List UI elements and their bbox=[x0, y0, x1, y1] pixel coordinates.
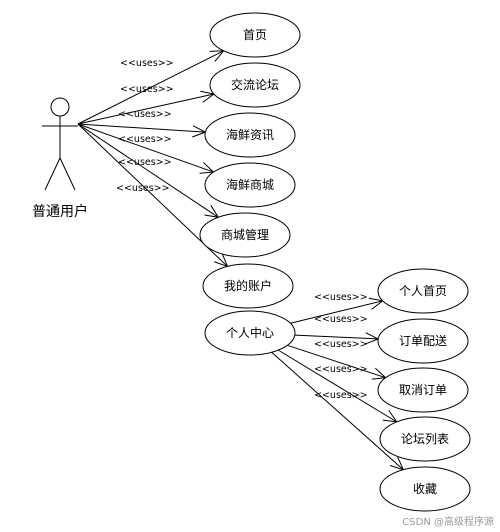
edge-actor-to-home bbox=[78, 51, 224, 124]
use-case-ellipse-my-account bbox=[203, 264, 293, 308]
edge-actor-to-seafood-mall bbox=[78, 124, 214, 172]
edge-label-favorites: <<uses>> bbox=[314, 390, 368, 401]
edge-actor-to-mall-management bbox=[78, 124, 218, 217]
edge-personal-center-to-personal-home bbox=[290, 301, 382, 323]
use-case-label-personal-home: 个人首页 bbox=[399, 284, 447, 298]
use-case-favorites: 收藏 bbox=[380, 467, 470, 511]
edge-personal-center-to-forum-list bbox=[278, 350, 396, 422]
edge-label-forum: <<uses>> bbox=[120, 84, 174, 95]
use-case-home: 首页 bbox=[210, 13, 300, 57]
use-case-personal-home: 个人首页 bbox=[378, 269, 468, 313]
edge-label-cancel-order: <<uses>> bbox=[314, 339, 368, 350]
watermark: CSDN @高级程序源 bbox=[402, 515, 494, 528]
actor-figure bbox=[42, 98, 78, 190]
use-case-label-seafood-news: 海鲜资讯 bbox=[226, 127, 274, 142]
use-case-order-delivery: 订单配送 bbox=[378, 319, 468, 363]
edge-personal-center-to-cancel-order bbox=[287, 345, 385, 377]
use-case-label-forum-list: 论坛列表 bbox=[401, 432, 449, 446]
edge-personal-center-to-order-delivery bbox=[295, 335, 378, 339]
use-case-forum: 交流论坛 bbox=[210, 63, 300, 107]
edge-label-my-account: <<uses>> bbox=[116, 183, 170, 194]
edge-label-forum-list: <<uses>> bbox=[314, 364, 368, 375]
use-case-label-cancel-order: 取消订单 bbox=[399, 383, 447, 397]
actor-left-leg bbox=[45, 158, 60, 190]
association-edges: <<uses>> <<uses>> <<uses>> <<uses>> <<uses>>… bbox=[78, 51, 403, 470]
use-case-ellipse-cancel-order bbox=[378, 368, 468, 412]
use-case-label-personal-center: 个人中心 bbox=[226, 325, 274, 340]
use-case-label-my-account: 我的账户 bbox=[224, 278, 272, 293]
actor-right-leg bbox=[60, 158, 75, 190]
use-case-ellipse-personal-center bbox=[205, 311, 295, 355]
edge-label-seafood-news: <<uses>> bbox=[118, 109, 172, 120]
edge-label-personal-home: <<uses>> bbox=[314, 292, 368, 303]
use-case-cancel-order: 取消订单 bbox=[378, 368, 468, 412]
use-case-label-mall-management: 商城管理 bbox=[221, 227, 269, 242]
use-case-forum-list: 论坛列表 bbox=[380, 417, 470, 461]
use-case-label-seafood-mall: 海鲜商城 bbox=[226, 177, 274, 192]
use-case-label-favorites: 收藏 bbox=[413, 482, 437, 496]
use-case-ellipse-seafood-mall bbox=[205, 163, 295, 207]
actor-label: 普通用户 bbox=[32, 203, 88, 220]
edge-label-home: <<uses>> bbox=[120, 58, 174, 69]
use-case-ellipse-seafood-news bbox=[205, 113, 295, 157]
actor-head bbox=[51, 98, 69, 116]
edge-actor-to-forum bbox=[78, 94, 214, 124]
use-case-mall-management: 商城管理 bbox=[200, 213, 290, 257]
use-case-personal-center: 个人中心 bbox=[205, 311, 295, 355]
use-case-ellipse-forum bbox=[210, 63, 300, 107]
edge-label-seafood-mall: <<uses>> bbox=[118, 134, 172, 145]
use-case-my-account: 我的账户 bbox=[203, 264, 293, 308]
use-case-seafood-mall: 海鲜商城 bbox=[205, 163, 295, 207]
use-case-label-home: 首页 bbox=[243, 28, 267, 42]
use-case-ellipse-mall-management bbox=[200, 213, 290, 257]
use-case-label-forum: 交流论坛 bbox=[231, 77, 279, 92]
use-case-seafood-news: 海鲜资讯 bbox=[205, 113, 295, 157]
edge-label-mall-management: <<uses>> bbox=[118, 157, 172, 168]
edge-personal-center-to-favorites bbox=[272, 352, 404, 469]
edge-actor-to-seafood-news bbox=[78, 124, 205, 132]
use-case-ellipse-personal-home bbox=[378, 269, 468, 313]
use-case-ellipse-favorites bbox=[380, 467, 470, 511]
use-case-label-order-delivery: 订单配送 bbox=[399, 333, 447, 348]
use-case-ellipse-forum-list bbox=[380, 417, 470, 461]
use-case-ellipse-home bbox=[210, 13, 300, 57]
use-case-ellipse-order-delivery bbox=[378, 319, 468, 363]
edge-label-order-delivery: <<uses>> bbox=[314, 314, 368, 325]
